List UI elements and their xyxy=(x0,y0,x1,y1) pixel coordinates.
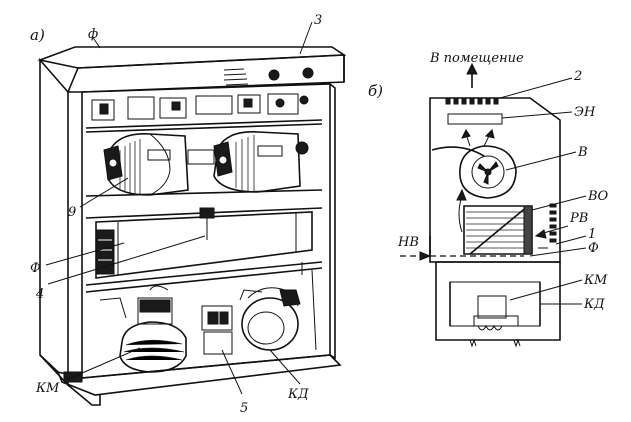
leader-km xyxy=(509,279,583,301)
label-km: КМ xyxy=(583,273,608,288)
leader-top xyxy=(91,35,101,49)
outdoor-air-arrow xyxy=(419,251,432,261)
label-9: 9 xyxy=(68,205,76,220)
control-grille xyxy=(223,68,249,86)
control-knob xyxy=(268,69,280,81)
heater-element xyxy=(447,113,503,125)
arrow-head xyxy=(466,62,478,75)
control-knob xyxy=(302,67,314,79)
label-1: 1 xyxy=(588,227,596,242)
relay-block-5 xyxy=(201,305,233,355)
label-3: 3 xyxy=(314,13,322,28)
label-vo: ВО xyxy=(587,189,609,204)
panel-a-cabinet: а) ф 3 9 Ф 4 КМ 5 КД xyxy=(30,13,347,416)
outflow-caption: В помещение xyxy=(429,51,524,66)
leader-v xyxy=(505,151,577,171)
condenser-kd xyxy=(239,287,301,351)
label-4: 4 xyxy=(35,287,44,302)
leader-1 xyxy=(555,235,587,245)
leader-3 xyxy=(299,21,313,55)
side-grille xyxy=(549,203,557,243)
label-top-mark: ф xyxy=(88,27,98,42)
blower-right xyxy=(213,131,309,193)
label-en: ЭН xyxy=(574,105,596,120)
leader-vo xyxy=(531,195,587,211)
upper-block xyxy=(429,97,561,263)
label-5: 5 xyxy=(240,401,248,416)
panel-b-scheme: б) В помещение xyxy=(368,51,609,348)
leader-en xyxy=(501,111,573,119)
panel-a-label: а) xyxy=(30,26,45,44)
label-nv: НВ xyxy=(397,235,419,250)
label-kd: КД xyxy=(287,387,309,402)
fan-v xyxy=(431,145,517,199)
label-kd: КД xyxy=(583,297,605,312)
leader-f xyxy=(45,242,125,266)
top-components xyxy=(91,93,309,121)
top-grille xyxy=(445,97,499,105)
leader-9 xyxy=(79,177,129,208)
label-f: Ф xyxy=(30,261,41,276)
panel-b-label: б) xyxy=(368,82,383,100)
evaporator-vo xyxy=(463,205,533,255)
label-km: КМ xyxy=(35,381,60,396)
leader-kd xyxy=(269,349,301,385)
leader-2 xyxy=(499,77,573,99)
label-rv: РВ xyxy=(569,211,588,226)
label-f: Ф xyxy=(588,241,599,256)
leader-km xyxy=(65,347,141,381)
leader-f xyxy=(529,247,587,257)
label-v: В xyxy=(577,145,588,160)
compressor-km xyxy=(119,285,187,373)
label-2: 2 xyxy=(573,69,582,84)
leader-5 xyxy=(221,349,243,395)
blower-left xyxy=(103,133,189,196)
flow-arrow xyxy=(458,195,463,233)
leader-4 xyxy=(47,235,206,285)
filter-panel xyxy=(95,207,313,279)
